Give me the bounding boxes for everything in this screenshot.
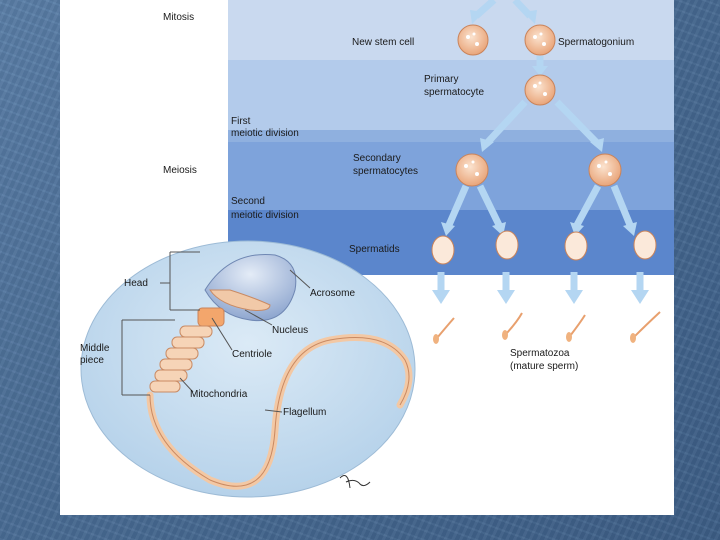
first-meiotic-label-line2: meiotic division [231, 128, 299, 139]
head-label: Head [124, 278, 148, 289]
cell-primary-spermatocyte [525, 75, 555, 105]
mature-sperm-heads [433, 330, 636, 344]
primary-label-line2: spermatocyte [424, 87, 484, 98]
acrosome-label: Acrosome [310, 288, 355, 299]
spermatids-label: Spermatids [349, 244, 400, 255]
cell-secondary-left [456, 154, 488, 186]
first-meiotic-label-line1: First [231, 116, 251, 127]
stage-meiosis-label: Meiosis [163, 165, 197, 176]
second-meiotic-label-line2: meiotic division [231, 210, 299, 221]
centriole-label: Centriole [232, 349, 272, 360]
mature-sperm-icons [437, 312, 660, 338]
mitochondria-label: Mitochondria [190, 389, 248, 400]
middle-piece-label-line2: piece [80, 355, 104, 366]
cell-spermatogonium [525, 25, 555, 55]
middle-piece-label-line1: Middle [80, 343, 110, 354]
cell-new-stem [458, 25, 488, 55]
stage-mitosis-label: Mitosis [163, 12, 194, 23]
spermatozoa-label-line2: (mature sperm) [510, 361, 578, 372]
spermatogonium-label: Spermatogonium [558, 37, 634, 48]
second-meiotic-label-line1: Second [231, 196, 265, 207]
flagellum-label: Flagellum [283, 407, 326, 418]
spermatozoa-label-line1: Spermatozoa [510, 348, 570, 359]
new-stem-cell-label: New stem cell [352, 37, 414, 48]
primary-label-line1: Primary [424, 74, 458, 85]
cell-secondary-right [589, 154, 621, 186]
secondary-label-line1: Secondary [353, 153, 401, 164]
secondary-label-line2: spermatocytes [353, 166, 418, 177]
nucleus-label: Nucleus [272, 325, 308, 336]
